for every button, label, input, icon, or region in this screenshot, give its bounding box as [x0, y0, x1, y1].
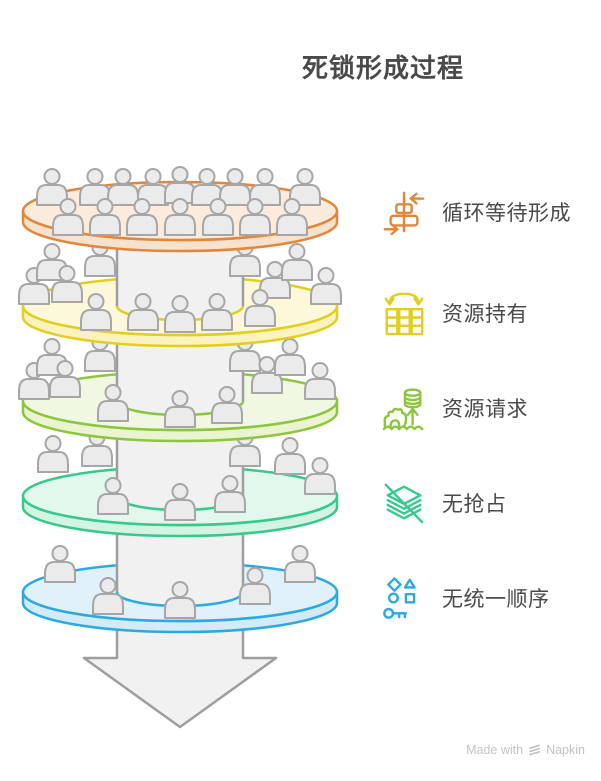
- page-title: 死锁形成过程: [301, 53, 464, 83]
- person-icon: [37, 435, 69, 473]
- person-icon: [36, 168, 68, 206]
- person-icon: [274, 437, 306, 475]
- person-icon: [284, 545, 316, 583]
- resource-request-icon: [381, 385, 427, 431]
- person-icon: [310, 267, 342, 305]
- legend-label: 无统一顺序: [442, 588, 550, 611]
- legend-label: 资源持有: [442, 303, 528, 326]
- legend-item-resource-holding: 资源持有: [381, 285, 528, 341]
- legend: 循环等待形成 资源持有: [381, 0, 601, 781]
- napkin-logo-icon: [529, 744, 541, 756]
- legend-label: 循环等待形成: [442, 202, 571, 225]
- disc-people-1: [36, 166, 321, 236]
- legend-label: 资源请求: [442, 398, 528, 421]
- person-icon: [164, 166, 196, 204]
- resource-holding-icon: [381, 290, 427, 336]
- legend-item-resource-request: 资源请求: [381, 380, 528, 436]
- credit-brand: Napkin: [546, 743, 585, 757]
- no-order-icon: [381, 575, 427, 621]
- no-preemption-icon: [381, 480, 427, 526]
- person-icon: [274, 338, 306, 376]
- person-icon: [304, 362, 336, 400]
- person-icon: [219, 168, 251, 206]
- person-icon: [107, 168, 139, 206]
- person-icon: [304, 457, 336, 495]
- credit-text: Made with: [466, 743, 524, 757]
- legend-item-no-preemption: 无抢占: [381, 475, 507, 531]
- legend-item-no-order: 无统一顺序: [381, 570, 550, 626]
- legend-label: 无抢占: [442, 493, 507, 516]
- disc-layer-1: [21, 166, 339, 253]
- legend-item-circular-wait: 循环等待形成: [381, 184, 571, 240]
- person-icon: [44, 545, 76, 583]
- napkin-credit: Made with Napkin: [466, 743, 585, 757]
- person-icon: [281, 243, 313, 281]
- bottleneck-icon: [381, 189, 427, 235]
